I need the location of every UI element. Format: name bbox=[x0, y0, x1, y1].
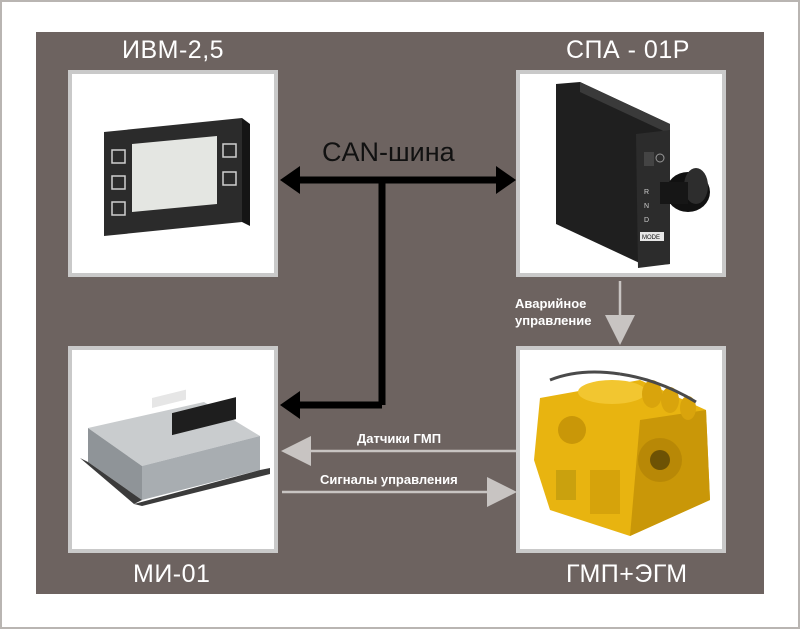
mi-device-box bbox=[68, 346, 278, 553]
spa-device-box: R N D MODE bbox=[516, 70, 726, 277]
ivm-display-image bbox=[104, 118, 250, 236]
svg-text:MODE: MODE bbox=[642, 235, 660, 241]
can-arrow-to-spa bbox=[496, 166, 516, 194]
can-arrow-to-ivm bbox=[280, 166, 300, 194]
gmp-device-box bbox=[516, 346, 726, 553]
emergency-label-line2: управление bbox=[515, 313, 592, 328]
gmp-title: ГМП+ЭГМ bbox=[566, 560, 688, 588]
mi-controller-image bbox=[80, 389, 270, 506]
ivm-device-box bbox=[68, 70, 278, 277]
control-signals-label: Сигналы управления bbox=[320, 472, 458, 487]
mi-title: МИ-01 bbox=[133, 560, 211, 588]
ivm-title: ИВМ-2,5 bbox=[122, 36, 225, 64]
sensors-label: Датчики ГМП bbox=[357, 431, 442, 446]
can-arrow-to-mi bbox=[280, 391, 300, 419]
emergency-label-line1: Аварийное bbox=[515, 296, 587, 311]
svg-text:N: N bbox=[644, 203, 649, 210]
svg-text:R: R bbox=[644, 189, 649, 196]
spa-title: СПА - 01Р bbox=[566, 36, 690, 64]
can-bus-label: CAN-шина bbox=[322, 137, 455, 167]
can-bus-lines bbox=[296, 176, 500, 409]
spa-selector-image: R N D MODE bbox=[556, 82, 710, 268]
gmp-gearbox-image bbox=[534, 370, 710, 536]
svg-text:D: D bbox=[644, 217, 649, 224]
